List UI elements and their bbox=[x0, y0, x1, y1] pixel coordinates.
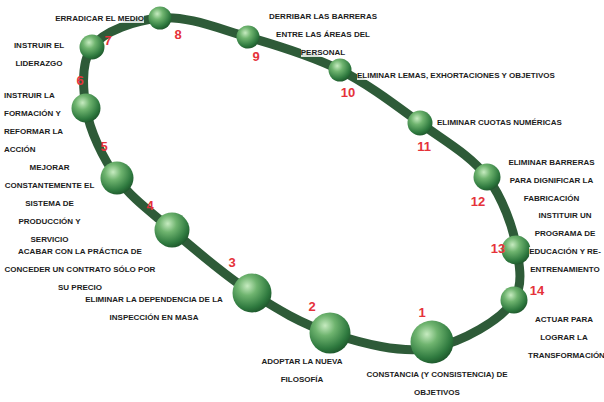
sphere-body bbox=[474, 164, 501, 191]
callout-number: 4 bbox=[146, 199, 153, 212]
green-sphere bbox=[501, 235, 531, 265]
callout-number: 11 bbox=[417, 140, 431, 153]
green-sphere bbox=[407, 110, 433, 136]
point-node: 14ACTUAR PARA LOGRAR LA TRANSFORMACIÓN bbox=[528, 308, 600, 362]
point-label: ELIMINAR BARRERAS PARA DIGNIFICAR LA FAB… bbox=[508, 158, 594, 203]
sphere-body bbox=[233, 274, 272, 313]
sphere-body bbox=[501, 287, 528, 314]
sphere-body bbox=[502, 236, 531, 265]
callout-number: 9 bbox=[252, 50, 259, 63]
green-sphere bbox=[148, 6, 172, 30]
point-node: 7INSTRUIR EL LIDERAZGO bbox=[5, 34, 73, 70]
point-label: ERRADICAR EL MEDIO bbox=[55, 14, 144, 23]
sphere-body bbox=[72, 94, 101, 123]
callout-number: 7 bbox=[104, 34, 111, 47]
point-label: CONSTANCIA (Y CONSISTENCIA) DE OBJETIVOS bbox=[366, 370, 507, 397]
point-label: ACTUAR PARA LOGRAR LA TRANSFORMACIÓN bbox=[528, 315, 604, 360]
point-node: 6INSTRUIR LA FORMACIÓN Y REFORMAR LA ACC… bbox=[4, 84, 70, 156]
sphere-body bbox=[408, 111, 433, 136]
point-node: 3ELIMINAR LA DEPENDENCIA DE LA INSPECCIÓ… bbox=[80, 288, 228, 324]
point-node: 5MEJORAR CONSTANTEMENTE EL SISTEMA DE PR… bbox=[3, 156, 96, 246]
green-sphere bbox=[154, 212, 190, 248]
green-sphere bbox=[236, 25, 260, 49]
sphere-body bbox=[101, 162, 134, 195]
sphere-body bbox=[237, 26, 260, 49]
green-sphere bbox=[500, 286, 528, 314]
callout-number: 8 bbox=[174, 28, 181, 41]
callout-number: 14 bbox=[530, 284, 544, 297]
sphere-body bbox=[411, 321, 454, 364]
point-node: 12ELIMINAR BARRERAS PARA DIGNIFICAR LA F… bbox=[503, 151, 600, 205]
point-label: ELIMINAR CUOTAS NUMÉRICAS bbox=[437, 118, 562, 127]
callout-number: 6 bbox=[76, 74, 83, 87]
point-node: 11ELIMINAR CUOTAS NUMÉRICAS bbox=[437, 111, 587, 129]
sphere-body bbox=[329, 59, 352, 82]
point-label: ELIMINAR LA DEPENDENCIA DE LA INSPECCIÓN… bbox=[85, 295, 223, 322]
point-node: 1CONSTANCIA (Y CONSISTENCIA) DE OBJETIVO… bbox=[362, 363, 512, 399]
green-sphere bbox=[100, 161, 134, 195]
green-sphere bbox=[309, 312, 351, 354]
point-label: INSTRUIR EL LIDERAZGO bbox=[14, 41, 64, 68]
point-node: 10ELIMINAR LEMAS, EXHORTACIONES Y OBJETI… bbox=[357, 64, 597, 82]
callout-number: 13 bbox=[491, 242, 505, 255]
callout-number: 3 bbox=[228, 256, 235, 269]
point-node: 13INSTITUIR UN PROGRAMA DE EDUCACIÓN Y R… bbox=[529, 204, 601, 276]
point-label: INSTRUIR LA FORMACIÓN Y REFORMAR LA ACCI… bbox=[4, 91, 63, 154]
point-node: 9DERRIBAR LAS BARRERAS ENTRE LAS ÁREAS D… bbox=[262, 5, 384, 59]
green-sphere bbox=[328, 58, 352, 82]
point-node: 4ACABAR CON LA PRÁCTICA DE CONCEDER UN C… bbox=[4, 240, 156, 294]
point-node: 2ADOPTAR LA NUEVA FILOSOFÍA bbox=[250, 350, 354, 386]
point-label: MEJORAR CONSTANTEMENTE EL SISTEMA DE PRO… bbox=[5, 163, 95, 244]
callout-number: 12 bbox=[471, 195, 485, 208]
sphere-body bbox=[149, 7, 172, 30]
sphere-body bbox=[310, 313, 351, 354]
point-label: ELIMINAR LEMAS, EXHORTACIONES Y OBJETIVO… bbox=[357, 71, 555, 80]
point-label: DERRIBAR LAS BARRERAS ENTRE LAS ÁREAS DE… bbox=[269, 12, 377, 57]
green-sphere bbox=[79, 34, 105, 60]
point-label: ACABAR CON LA PRÁCTICA DE CONCEDER UN CO… bbox=[5, 247, 156, 292]
green-sphere bbox=[232, 273, 272, 313]
sphere-body bbox=[80, 35, 105, 60]
green-sphere bbox=[410, 320, 454, 364]
point-node: 8ERRADICAR EL MEDIO bbox=[50, 7, 144, 25]
callout-number: 10 bbox=[341, 86, 355, 99]
point-label: INSTITUIR UN PROGRAMA DE EDUCACIÓN Y RE-… bbox=[529, 211, 601, 274]
callout-number: 2 bbox=[308, 300, 315, 313]
callout-number: 1 bbox=[418, 306, 425, 319]
green-sphere bbox=[473, 163, 501, 191]
sphere-body bbox=[155, 213, 190, 248]
callout-number: 5 bbox=[100, 140, 107, 153]
green-sphere bbox=[71, 93, 101, 123]
ring-path bbox=[84, 18, 520, 350]
point-label: ADOPTAR LA NUEVA FILOSOFÍA bbox=[261, 357, 342, 384]
